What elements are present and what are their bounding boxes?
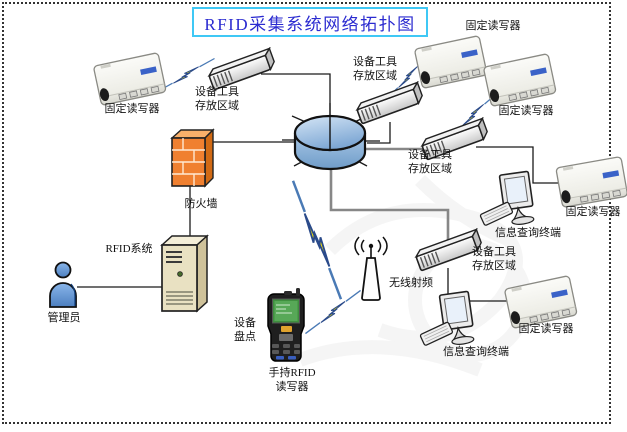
fixed-reader-upper-right-icon [482,52,557,108]
fixed-reader-top-left-icon [92,51,167,107]
handheld-reader-icon [267,288,305,362]
label-wireless-rf: 无线射频 [389,277,433,289]
label-fixed-reader-bottom-right: 固定读写器 [518,323,574,335]
admin-person-icon [49,261,77,308]
label-fixed-reader-right: 固定读写器 [565,206,621,218]
label-fixed-reader-top-left: 固定读写器 [104,103,160,115]
label-storage-area-top-left: 设备工具 存放区域 [195,86,239,112]
diagram-title: RFID采集系统网络拓扑图 [204,14,416,34]
label-storage-area-bottom-right: 设备工具 存放区域 [472,246,516,272]
fixed-reader-right-icon [555,155,627,209]
label-firewall: 防火墙 [184,198,218,210]
label-storage-area-top-middle: 设备工具 存放区域 [353,56,397,82]
storage-switch-top-middle-icon [354,81,426,125]
query-terminal-right-icon [479,170,537,228]
label-fixed-reader-top: 固定读写器 [465,20,521,32]
label-fixed-reader-upper-right: 固定读写器 [498,105,554,117]
wireless-antenna-icon [354,236,388,301]
fixed-reader-top-icon [413,34,488,90]
label-query-terminal-bottom: 信息查询终端 [443,346,509,358]
label-equipment-inventory: 设备 盘点 [234,317,256,343]
rfid-server-icon [160,234,209,313]
label-rfid-system: RFID系统 [105,243,153,255]
diagram-title-box: RFID采集系统网络拓扑图 [192,7,428,37]
network-hub-icon [293,114,367,171]
label-storage-area-right: 设备工具 存放区域 [408,149,452,175]
storage-switch-top-left-icon [206,47,278,91]
bolt-handheld [299,289,367,335]
firewall-icon [170,128,215,188]
watermark [297,175,532,377]
label-handheld-reader: 手持RFID 读写器 [268,367,316,393]
label-query-terminal-right: 信息查询终端 [495,227,561,239]
label-admin: 管理员 [47,312,81,324]
